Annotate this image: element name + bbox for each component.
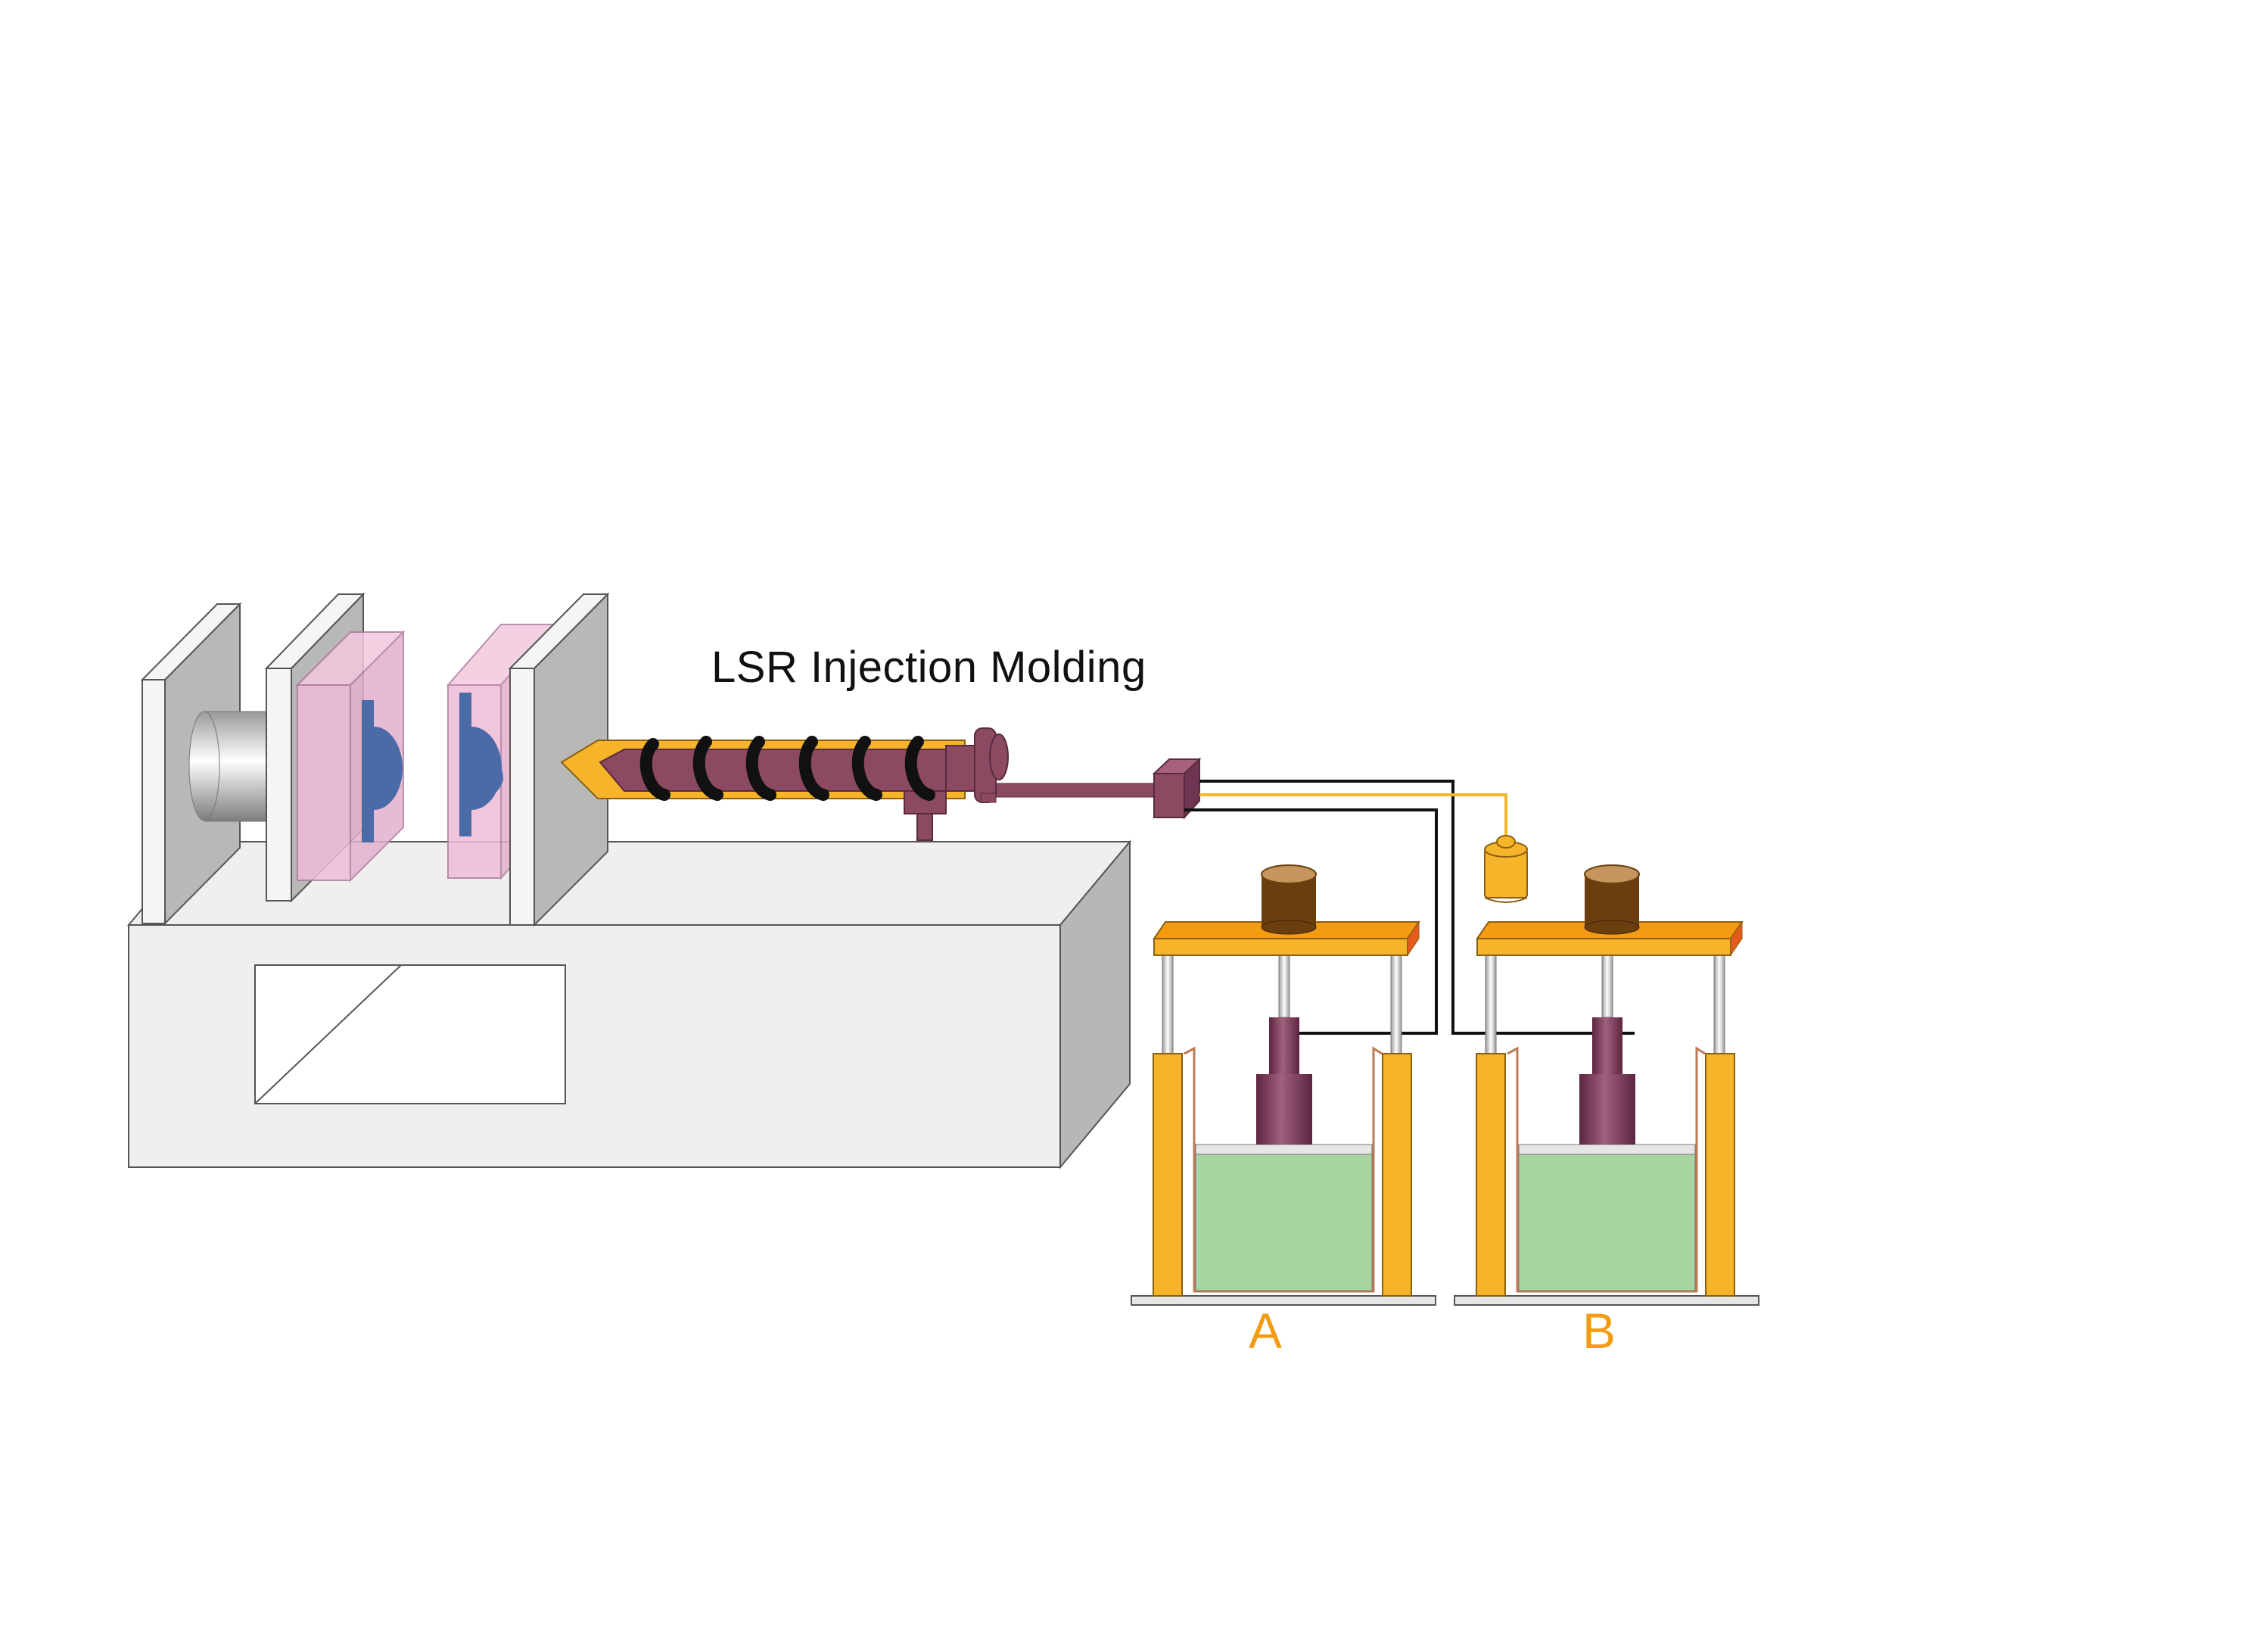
- base-plate: [1454, 1295, 1759, 1306]
- tank-label-a: A: [1248, 1303, 1283, 1359]
- frame-column: [1382, 1053, 1412, 1297]
- drive-cap: [1584, 864, 1640, 935]
- rear-platen-front: [142, 679, 166, 924]
- piston-rod: [1278, 955, 1290, 1018]
- drive-cap: [1261, 864, 1317, 935]
- metering-piston-upper: [1269, 1017, 1299, 1074]
- clamping-cylinder: [188, 711, 266, 822]
- piston-rod: [1601, 955, 1613, 1018]
- top-frame: [1153, 938, 1408, 956]
- follower-plate: [1195, 1144, 1373, 1155]
- guide-rod: [1390, 955, 1402, 1054]
- injection-unit: [560, 727, 1202, 841]
- control-panel-diagonal: [254, 964, 402, 1104]
- top-frame-end: [1730, 920, 1743, 957]
- metering-piston-upper: [1592, 1017, 1622, 1074]
- pigment-canister: [1484, 835, 1528, 903]
- feed-line-a: [1184, 808, 1438, 1035]
- barrel-collar: [945, 745, 977, 792]
- top-frame-end: [1407, 920, 1420, 957]
- frame-column: [1153, 1053, 1183, 1297]
- feed-line-b: [1199, 780, 1635, 1035]
- clamping-unit: [140, 592, 610, 927]
- screw-flights: [639, 736, 935, 801]
- drum: [1507, 1046, 1706, 1293]
- guide-rod: [1485, 955, 1497, 1054]
- feed-lines: [1184, 780, 1635, 1035]
- mold-cavity-right: [459, 693, 503, 836]
- drum-pump-b: [1454, 864, 1759, 1306]
- drum-pump-a: [1131, 864, 1436, 1306]
- metering-piston-lower: [1256, 1074, 1312, 1144]
- guide-rod: [1162, 955, 1174, 1054]
- pigment-line: [1199, 793, 1507, 839]
- frame-column: [1476, 1053, 1506, 1297]
- barrel-flange: [974, 727, 1009, 803]
- machine-base: [126, 839, 1132, 1169]
- diagram-title: LSR Injection Molding: [711, 643, 1146, 692]
- frame-column: [1705, 1053, 1735, 1297]
- top-frame: [1476, 938, 1731, 956]
- tank-label-b: B: [1582, 1303, 1616, 1359]
- control-panel: [254, 964, 566, 1104]
- base-plate: [1131, 1295, 1436, 1306]
- liquid-silicone: [1195, 1154, 1373, 1291]
- feed-pipe: [991, 783, 1155, 798]
- metering-piston-lower: [1579, 1074, 1635, 1144]
- guide-rod: [1713, 955, 1725, 1054]
- follower-plate: [1518, 1144, 1696, 1155]
- liquid-silicone: [1518, 1154, 1696, 1291]
- fixed-platen-front: [509, 668, 535, 926]
- static-mixer: [1152, 757, 1202, 820]
- mold-cavity-left: [362, 700, 403, 842]
- moving-platen-front: [266, 668, 292, 902]
- drum: [1184, 1046, 1383, 1293]
